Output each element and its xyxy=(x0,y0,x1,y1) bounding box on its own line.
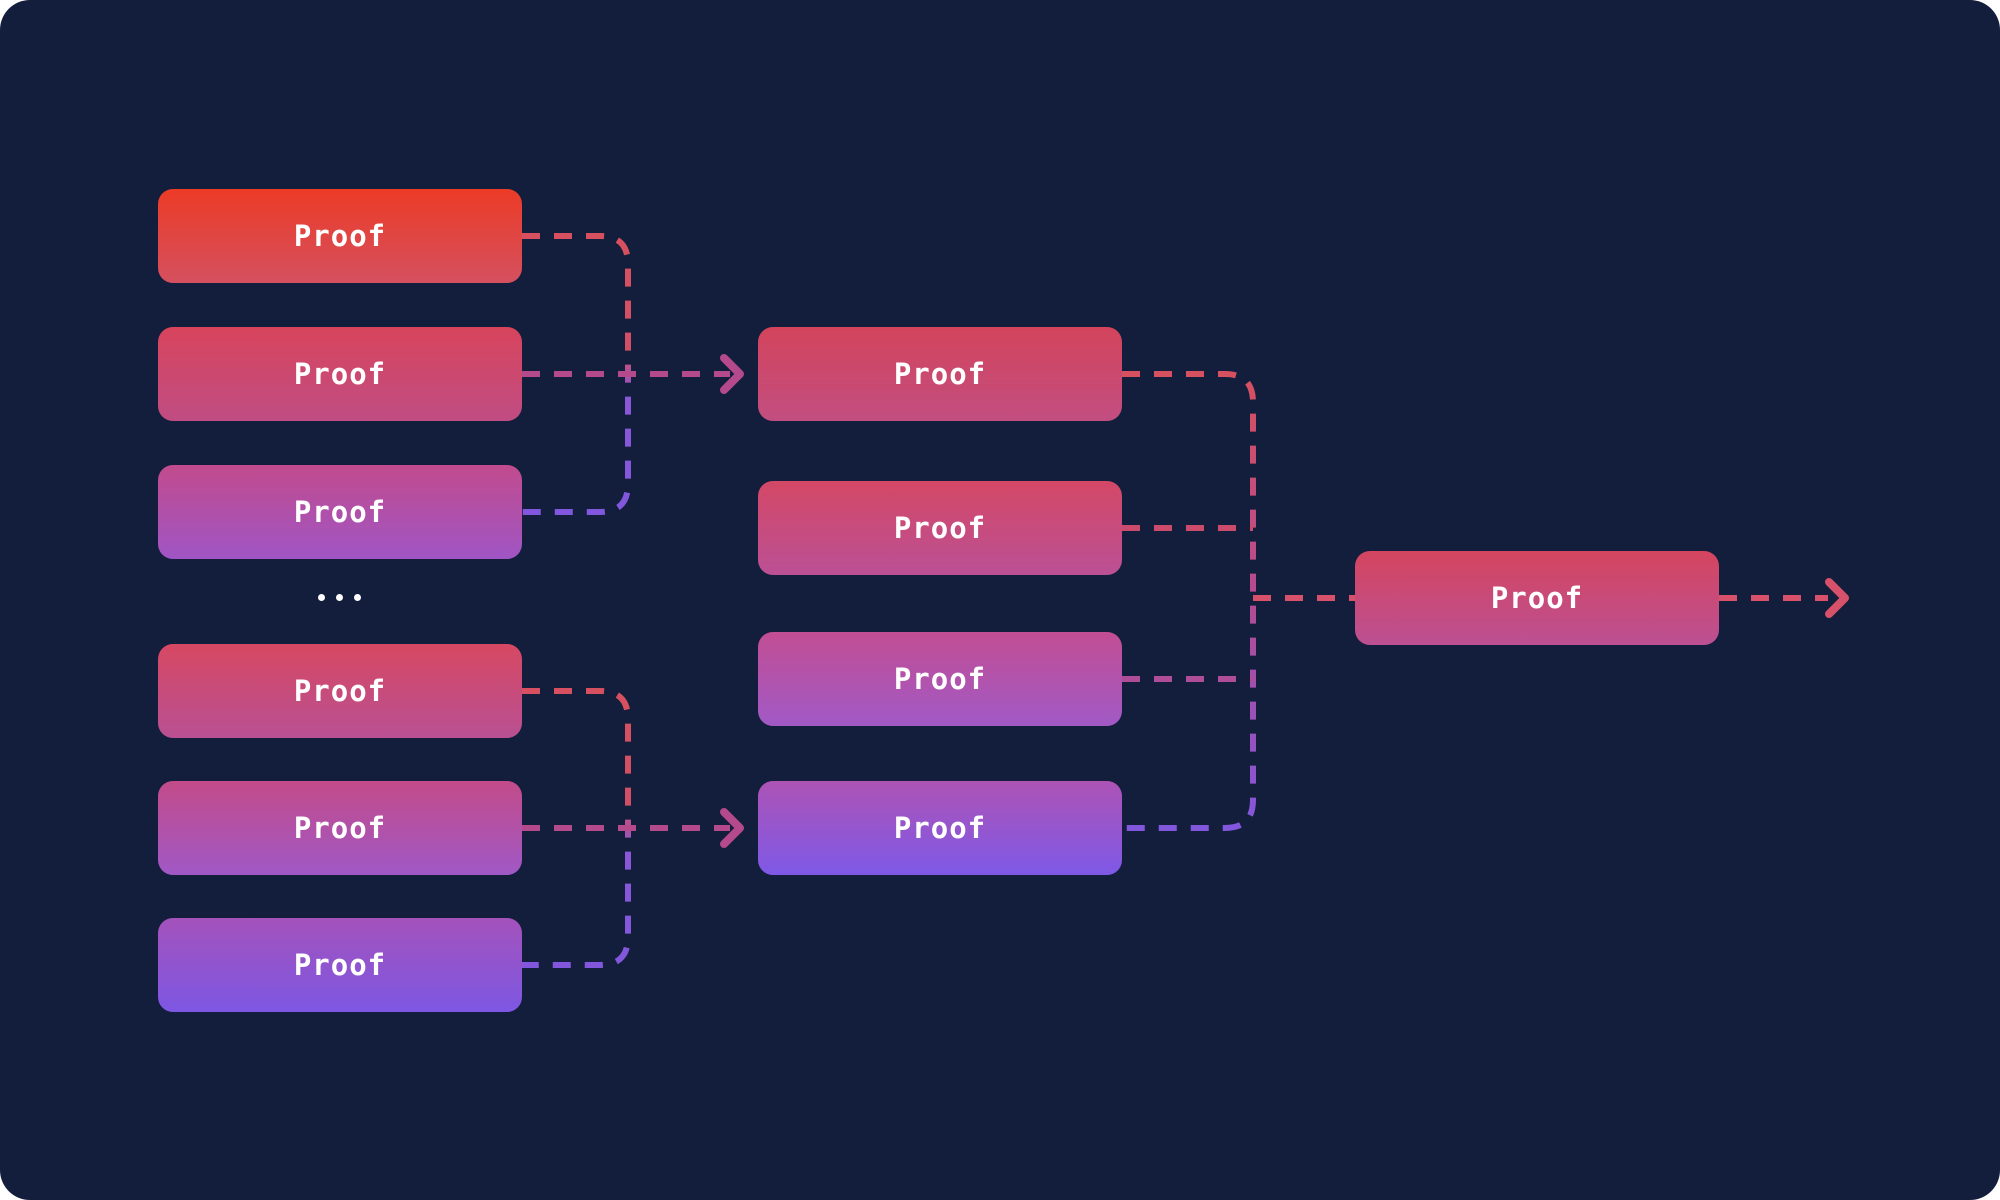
proof-node-label: Proof xyxy=(293,219,387,253)
proof-node-middle-3: Proof xyxy=(758,632,1122,726)
ellipsis-dot xyxy=(336,594,343,601)
proof-node-middle-4: Proof xyxy=(758,781,1122,875)
proof-node-label: Proof xyxy=(293,948,387,982)
proof-node-left-2: Proof xyxy=(158,327,522,421)
proof-node-left-1: Proof xyxy=(158,189,522,283)
ellipsis-dot xyxy=(318,594,325,601)
proof-node-label: Proof xyxy=(1490,581,1584,615)
proof-node-label: Proof xyxy=(293,811,387,845)
proof-node-left-4: Proof xyxy=(158,644,522,738)
arrowhead-group1-icon xyxy=(720,354,744,394)
proof-node-label: Proof xyxy=(893,357,987,391)
proof-node-left-6: Proof xyxy=(158,918,522,1012)
arrowhead-final-icon xyxy=(1825,578,1849,618)
proof-node-final: Proof xyxy=(1355,551,1719,645)
proof-node-label: Proof xyxy=(893,811,987,845)
arrowhead-group2-icon xyxy=(720,808,744,848)
proof-node-middle-1: Proof xyxy=(758,327,1122,421)
proof-node-label: Proof xyxy=(293,357,387,391)
proof-node-middle-2: Proof xyxy=(758,481,1122,575)
proof-node-label: Proof xyxy=(293,495,387,529)
ellipsis-dot xyxy=(354,594,361,601)
proof-node-label: Proof xyxy=(293,674,387,708)
proof-node-left-5: Proof xyxy=(158,781,522,875)
connector-middle-bracket xyxy=(1122,371,1256,831)
proof-node-label: Proof xyxy=(893,662,987,696)
proof-node-left-3: Proof xyxy=(158,465,522,559)
proof-node-label: Proof xyxy=(893,511,987,545)
ellipsis xyxy=(318,594,361,601)
